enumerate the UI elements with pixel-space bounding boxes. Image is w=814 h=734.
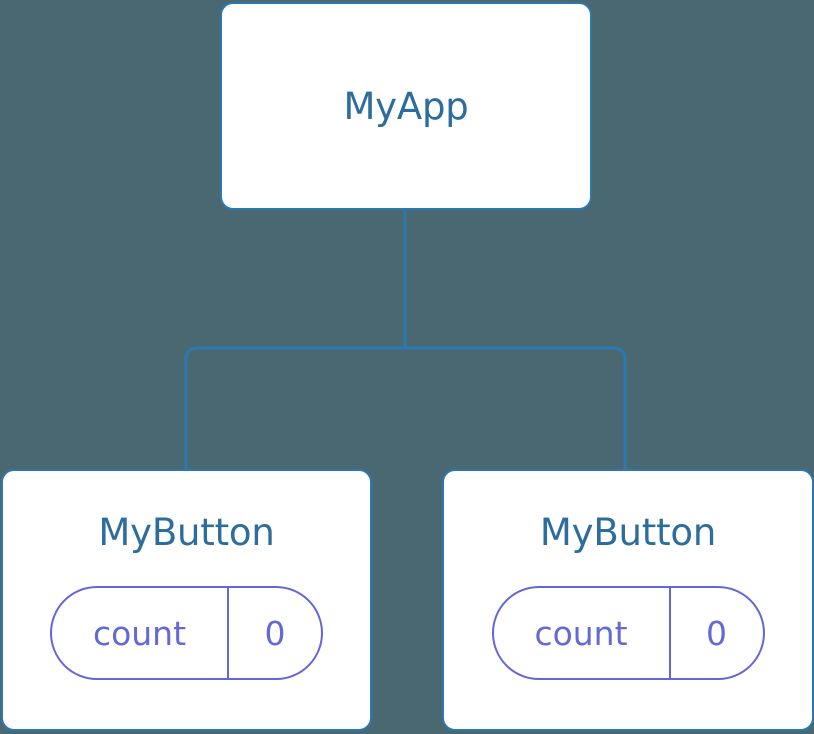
node-title-child-left: MyButton bbox=[98, 511, 275, 554]
state-pill-child-right[interactable]: count 0 bbox=[491, 586, 765, 680]
state-key-child-left: count bbox=[92, 613, 187, 653]
state-key-child-right: count bbox=[534, 613, 628, 653]
node-card-root[interactable]: MyApp bbox=[220, 2, 592, 210]
node-card-child-right[interactable]: MyButton count 0 bbox=[442, 469, 814, 731]
node-title-child-right: MyButton bbox=[539, 511, 717, 554]
state-value-child-left: 0 bbox=[227, 588, 321, 678]
node-title-root: MyApp bbox=[343, 84, 469, 128]
node-card-child-left[interactable]: MyButton count 0 bbox=[1, 469, 372, 731]
edge-root-to-child-left bbox=[184, 346, 405, 472]
state-pill-child-left[interactable]: count 0 bbox=[50, 586, 323, 680]
state-value-child-right: 0 bbox=[668, 588, 763, 678]
edge-root-to-child-right bbox=[405, 346, 627, 472]
